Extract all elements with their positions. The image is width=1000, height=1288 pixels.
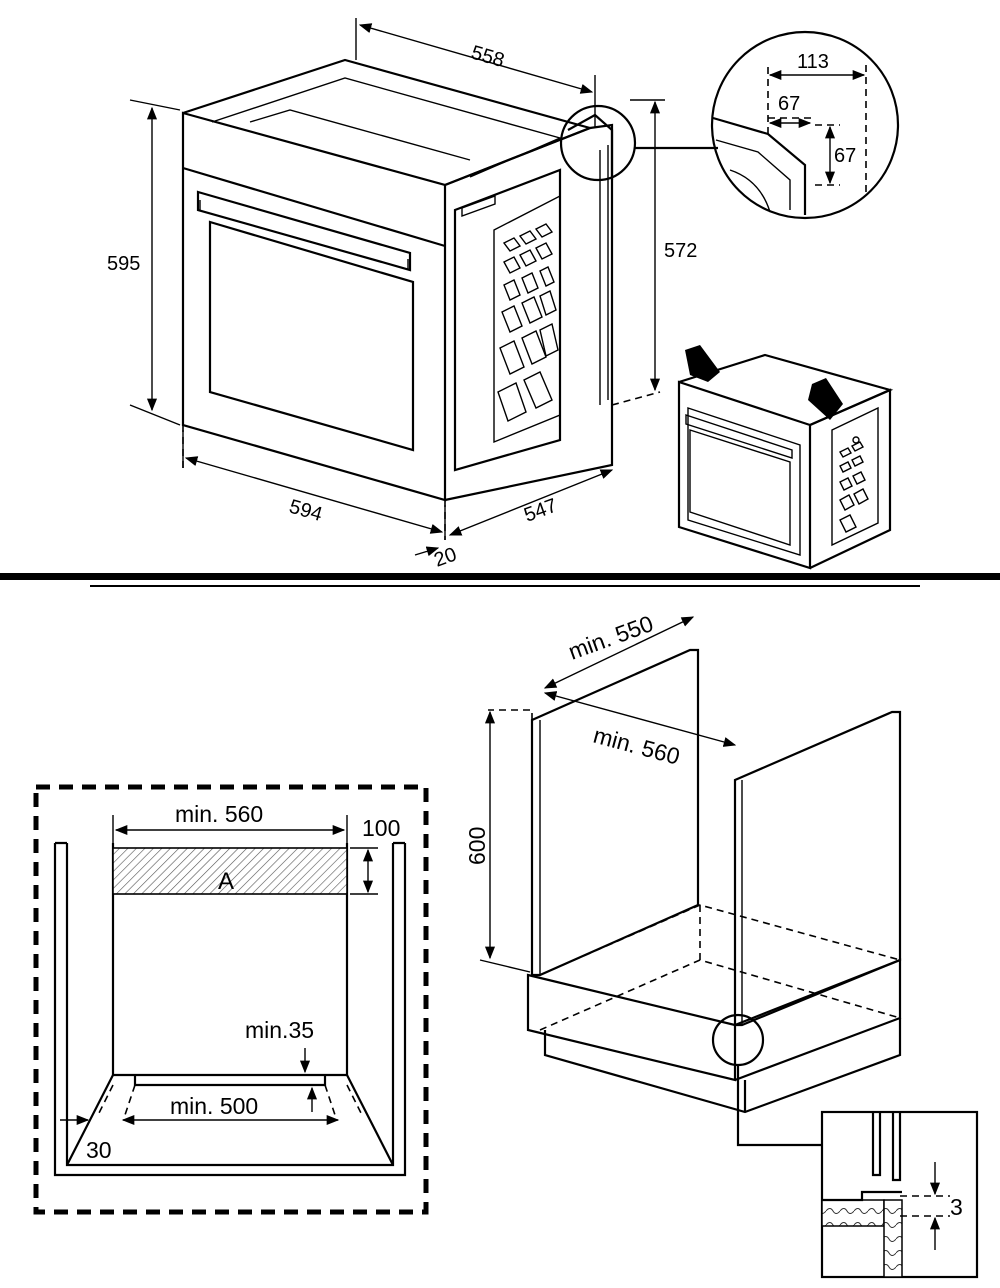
dim-594: 594 <box>182 430 446 540</box>
label-595: 595 <box>107 253 140 275</box>
label-min-35: min.35 <box>245 1017 314 1043</box>
label-a: A <box>218 868 234 895</box>
label-600: 600 <box>464 827 490 865</box>
oven-perspective <box>181 58 661 540</box>
label-min-560-left: min. 560 <box>175 801 263 827</box>
label-20: 20 <box>431 543 459 571</box>
label-30: 30 <box>86 1137 112 1163</box>
label-3: 3 <box>950 1194 963 1220</box>
section-divider-thin <box>90 585 920 587</box>
dim-547: 547 <box>448 469 614 536</box>
hand-icon <box>685 345 720 382</box>
section-divider <box>0 573 1000 580</box>
label-558: 558 <box>469 42 507 72</box>
vent-area-a <box>112 847 348 895</box>
label-min-500: min. 500 <box>170 1093 258 1119</box>
dim-595: 595 <box>107 99 181 426</box>
label-594: 594 <box>287 496 325 526</box>
corner-detail: 113 67 67 <box>559 30 900 220</box>
label-67-h: 67 <box>778 93 800 115</box>
label-547: 547 <box>521 495 560 527</box>
hand-icon <box>808 378 843 420</box>
niche-front-view: A min. 560 100 min.35 min. 500 30 <box>33 784 429 1215</box>
label-min-560-right: min. 560 <box>591 722 683 770</box>
small-oven <box>677 345 894 570</box>
label-113: 113 <box>797 51 829 73</box>
cabinet-perspective: min. 550 min. 560 600 3 <box>464 610 979 1279</box>
label-100: 100 <box>362 815 400 841</box>
dim-20: 20 <box>414 543 460 572</box>
dim-572: 572 <box>630 99 697 392</box>
label-572: 572 <box>664 240 697 262</box>
label-67-v: 67 <box>834 145 856 167</box>
